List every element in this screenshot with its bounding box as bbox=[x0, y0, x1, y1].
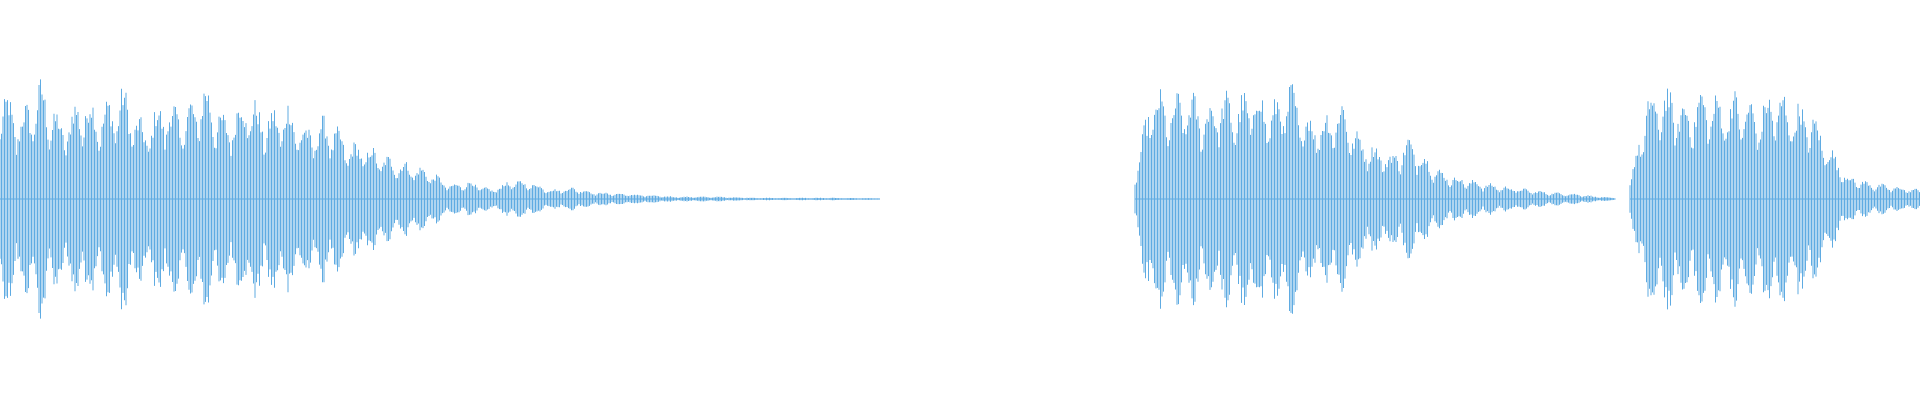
waveform-segment-3 bbox=[1629, 88, 1920, 310]
waveform-segment-2 bbox=[1134, 84, 1616, 314]
waveform-segment-1 bbox=[0, 79, 880, 319]
